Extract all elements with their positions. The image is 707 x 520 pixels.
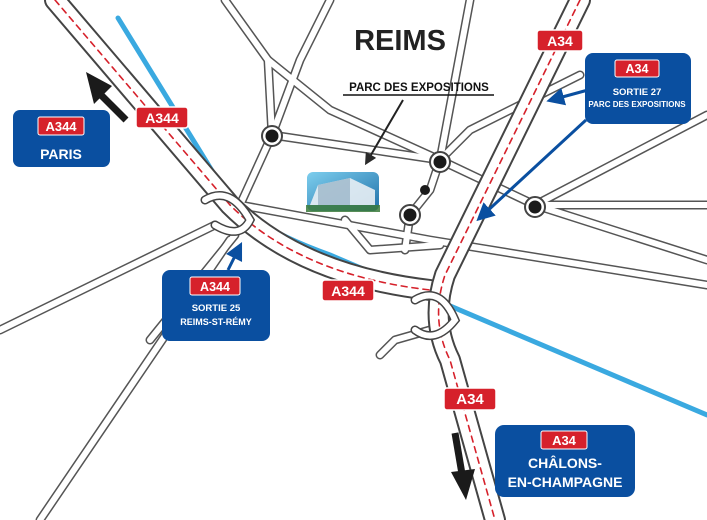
svg-text:A344: A344 bbox=[145, 110, 179, 126]
shield-a344-middle: A344 bbox=[321, 279, 375, 302]
svg-text:SORTIE 27: SORTIE 27 bbox=[613, 87, 662, 98]
sortie25-pointer-arrow bbox=[225, 241, 243, 271]
svg-text:REIMS-ST-RÉMY: REIMS-ST-RÉMY bbox=[180, 317, 252, 327]
venue-pointer-arrow bbox=[364, 99, 404, 166]
arrow-to-chalons-icon bbox=[451, 432, 475, 500]
svg-text:CHÂLONS-: CHÂLONS- bbox=[528, 454, 602, 471]
svg-text:A344: A344 bbox=[331, 283, 365, 299]
exhibition-hall-icon bbox=[305, 170, 381, 213]
svg-text:PARC DES EXPOSITIONS: PARC DES EXPOSITIONS bbox=[588, 100, 686, 109]
shield-a34-top: A34 bbox=[536, 29, 584, 52]
sortie27-pointer-arrow bbox=[546, 87, 589, 106]
svg-text:A34: A34 bbox=[626, 62, 649, 76]
sign-paris: A344 PARIS bbox=[13, 110, 110, 167]
svg-text:A34: A34 bbox=[456, 391, 484, 408]
svg-text:A344: A344 bbox=[200, 280, 230, 294]
sign-chalons: A34 CHÂLONS- EN-CHAMPAGNE bbox=[495, 425, 635, 497]
motorway-a344 bbox=[44, 0, 441, 301]
svg-text:A344: A344 bbox=[45, 119, 77, 134]
sortie27-pointer-arrow-2 bbox=[476, 118, 588, 222]
svg-text:SORTIE 25: SORTIE 25 bbox=[192, 303, 241, 314]
arrow-to-paris-icon bbox=[86, 72, 129, 123]
svg-text:A34: A34 bbox=[552, 433, 577, 448]
svg-text:PARIS: PARIS bbox=[40, 146, 82, 162]
interchange-ramps bbox=[200, 191, 461, 341]
svg-text:A34: A34 bbox=[547, 33, 573, 49]
roundabouts bbox=[261, 125, 546, 226]
shield-a34-bottom: A34 bbox=[443, 387, 497, 411]
venue-label: PARC DES EXPOSITIONS bbox=[349, 82, 489, 94]
sign-sortie27: A34 SORTIE 27 PARC DES EXPOSITIONS bbox=[585, 53, 691, 124]
svg-text:EN-CHAMPAGNE: EN-CHAMPAGNE bbox=[508, 474, 623, 490]
motorway-a34 bbox=[427, 0, 591, 520]
shield-a344-left: A344 bbox=[135, 106, 189, 129]
sign-sortie25: A344 SORTIE 25 REIMS-ST-RÉMY bbox=[162, 270, 270, 341]
city-title: REIMS bbox=[354, 25, 446, 57]
